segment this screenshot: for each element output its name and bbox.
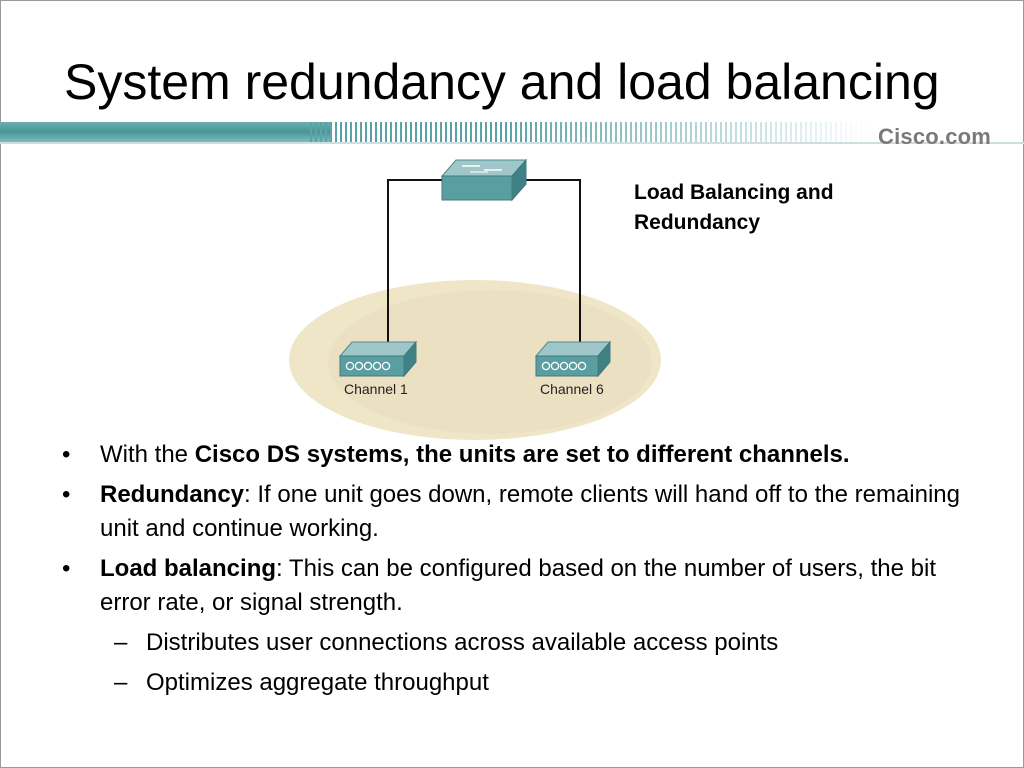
bullet-marker: • <box>62 481 71 508</box>
coverage-zone-inner <box>328 290 652 434</box>
sub-bullet-marker: – <box>114 669 128 696</box>
channel-6-label: Channel 6 <box>540 381 604 397</box>
diagram-caption: Load Balancing and Redundancy <box>634 178 934 238</box>
header-bar-line <box>0 142 1024 144</box>
sub-bullet-item: – Optimizes aggregate throughput <box>62 666 962 700</box>
header-bar-solid <box>0 122 330 142</box>
sub-bullet-text: Distributes user connections across avai… <box>146 629 779 656</box>
diagram-caption-line: Load Balancing and <box>634 181 834 204</box>
access-point-icon <box>338 340 418 378</box>
link-switch-channel6 <box>522 179 581 342</box>
bullet-bold-text: Load balancing <box>100 555 277 582</box>
bullet-text: With the <box>100 441 195 468</box>
bullet-text: : This can be configured based on the nu… <box>100 555 936 616</box>
bullet-bold-text: Cisco DS systems, the units are set to d… <box>194 441 850 468</box>
header-bar-stripes <box>310 122 870 142</box>
access-point-icon <box>534 340 612 378</box>
bullet-item: • Redundancy: If one unit goes down, rem… <box>62 478 962 546</box>
header-bar <box>0 120 1024 146</box>
sub-bullet-marker: – <box>114 629 128 656</box>
cisco-logo: Cisco.com <box>878 124 992 149</box>
link-switch-channel1 <box>387 179 447 342</box>
bullet-marker: • <box>62 555 71 582</box>
slide-title: System redundancy and load balancing <box>64 54 940 110</box>
sub-bullet-item: – Distributes user connections across av… <box>62 626 962 660</box>
bullet-item: • Load balancing: This can be configured… <box>62 552 962 620</box>
diagram-caption-line: Redundancy <box>634 211 761 234</box>
bullet-marker: • <box>62 441 71 468</box>
bullet-text: : If one unit goes down, remote clients … <box>100 481 960 542</box>
sub-bullet-text: Optimizes aggregate throughput <box>146 669 489 696</box>
switch-icon <box>440 158 528 202</box>
bullet-item: • With the Cisco DS systems, the units a… <box>62 438 962 472</box>
channel-1-label: Channel 1 <box>344 381 408 397</box>
bullet-bold-text: Redundancy <box>100 481 245 508</box>
bullet-list: • With the Cisco DS systems, the units a… <box>62 438 962 706</box>
